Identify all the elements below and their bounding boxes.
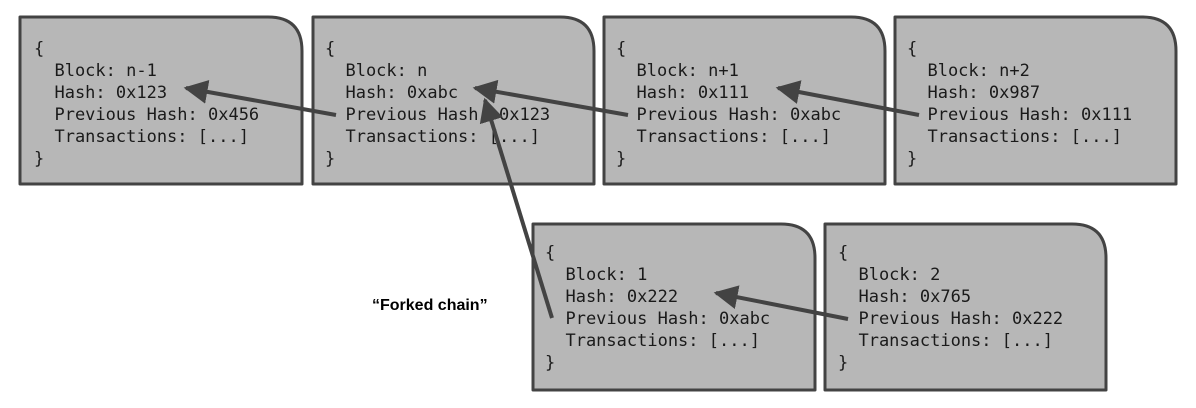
block-open-brace: {: [616, 39, 626, 59]
block-number-line: Block: n-1: [34, 61, 157, 81]
block-close-brace: }: [545, 353, 555, 373]
block-close-brace: }: [616, 149, 626, 169]
forked-chain-label: “Forked chain”: [372, 297, 488, 314]
block-number-line: Block: n+2: [907, 61, 1030, 81]
block-number-line: Block: n: [325, 61, 427, 81]
fork-block-card-2: { Block: 2 Hash: 0x765 Previous Hash: 0x…: [823, 222, 1108, 392]
block-hash-line: Hash: 0x111: [616, 83, 749, 103]
block-card-shape: [602, 15, 887, 186]
block-number-line: Block: 2: [838, 265, 940, 285]
block-previous-hash-line: Previous Hash: 0x123: [325, 105, 550, 125]
block-hash-line: Hash: 0x222: [545, 287, 678, 307]
arrow-fork-2-to-fork-1: [713, 285, 849, 321]
block-number-line: Block: 1: [545, 265, 647, 285]
hash-link-arrows: [183, 79, 920, 321]
block-transactions-line: Transactions: [...]: [325, 127, 540, 147]
block-card-shape: [311, 15, 596, 186]
block-hash-line: Hash: 0x123: [34, 83, 167, 103]
arrow-n-plus-1-to-n: [472, 79, 629, 117]
block-open-brace: {: [34, 39, 44, 59]
block-card-n-minus-1: { Block: n-1 Hash: 0x123 Previous Hash: …: [18, 15, 304, 186]
block-transactions-line: Transactions: [...]: [838, 331, 1053, 351]
block-transactions-line: Transactions: [...]: [907, 127, 1122, 147]
block-previous-hash-line: Previous Hash: 0x111: [907, 105, 1132, 125]
block-card-n-plus-1: { Block: n+1 Hash: 0x111 Previous Hash: …: [602, 15, 887, 186]
block-open-brace: {: [545, 243, 555, 263]
block-card-shape: [893, 15, 1178, 186]
block-close-brace: }: [325, 149, 335, 169]
block-previous-hash-line: Previous Hash: 0x456: [34, 105, 259, 125]
block-open-brace: {: [325, 39, 335, 59]
block-close-brace: }: [34, 149, 44, 169]
block-card-shape: [18, 15, 304, 186]
block-transactions-line: Transactions: [...]: [616, 127, 831, 147]
block-transactions-line: Transactions: [...]: [34, 127, 249, 147]
block-close-brace: }: [907, 149, 917, 169]
block-card-shape: [531, 222, 817, 392]
arrow-n-plus-2-to-n-plus-1: [775, 80, 920, 117]
block-previous-hash-line: Previous Hash: 0xabc: [545, 309, 770, 329]
arrow-fork-1-to-n: [479, 97, 554, 319]
block-hash-line: Hash: 0x765: [838, 287, 971, 307]
block-previous-hash-line: Previous Hash: 0x222: [838, 309, 1063, 329]
arrow-n-to-n-minus-1: [183, 80, 337, 117]
block-card-n-plus-2: { Block: n+2 Hash: 0x987 Previous Hash: …: [893, 15, 1178, 186]
block-transactions-line: Transactions: [...]: [545, 331, 760, 351]
fork-block-card-1: { Block: 1 Hash: 0x222 Previous Hash: 0x…: [531, 222, 817, 392]
block-number-line: Block: n+1: [616, 61, 739, 81]
block-open-brace: {: [907, 39, 917, 59]
block-card-shape: [823, 222, 1108, 392]
block-card-n: { Block: n Hash: 0xabc Previous Hash: 0x…: [311, 15, 596, 186]
block-hash-line: Hash: 0xabc: [325, 83, 458, 103]
block-hash-line: Hash: 0x987: [907, 83, 1040, 103]
block-open-brace: {: [838, 243, 848, 263]
block-previous-hash-line: Previous Hash: 0xabc: [616, 105, 841, 125]
block-close-brace: }: [838, 353, 848, 373]
